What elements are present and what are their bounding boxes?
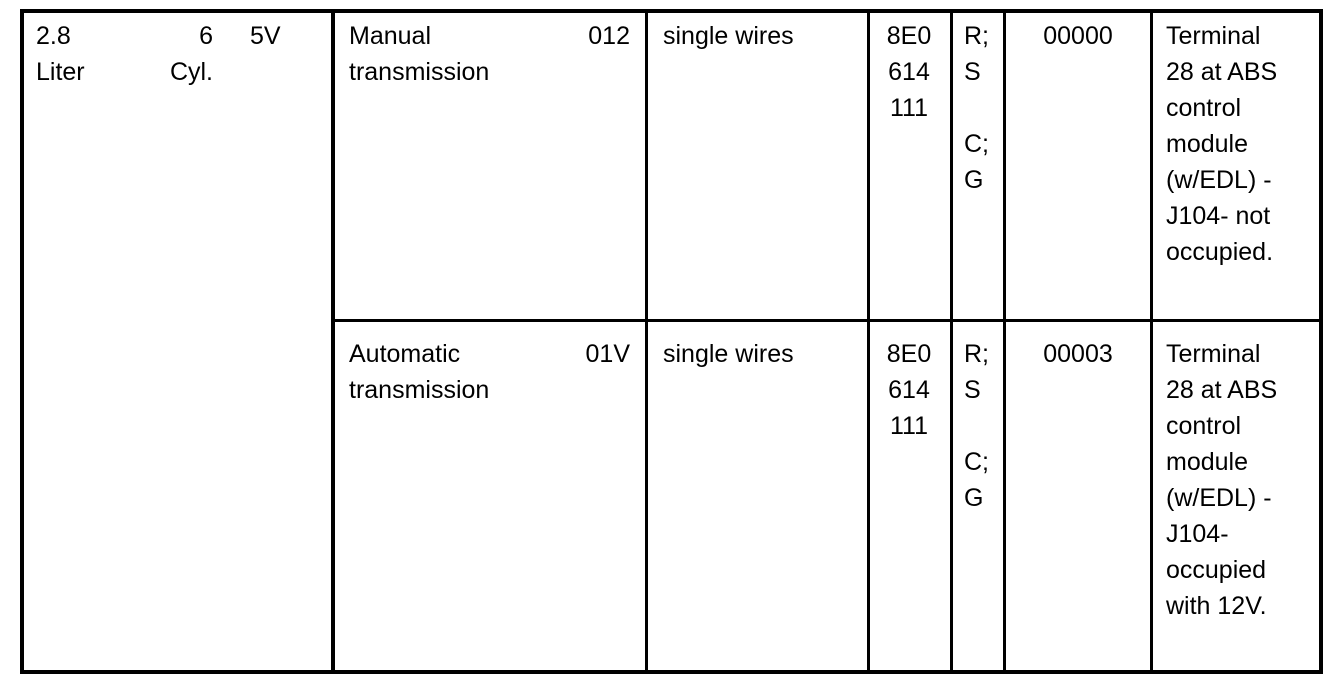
codes: R; S C; G: [964, 340, 989, 512]
transmission-code: 012: [588, 22, 630, 50]
part-codes-divider: [950, 9, 953, 674]
coding-note-divider: [1150, 9, 1153, 674]
transmission-type: Automatic transmission: [349, 340, 490, 404]
engine-displacement: 2.8 Liter: [36, 22, 85, 86]
row-divider: [331, 319, 1323, 322]
bottom-border: [20, 670, 1323, 674]
wiring-part-divider: [867, 9, 870, 674]
wiring-type: single wires: [663, 22, 794, 50]
code-wiring-divider: [645, 9, 648, 674]
transmission-type: Manual transmission: [349, 22, 490, 86]
codes-coding-divider: [1003, 9, 1006, 674]
coding-value: 00000: [1043, 22, 1113, 50]
codes: R; S C; G: [964, 22, 989, 194]
engine-cylinders: 6 Cyl.: [169, 22, 213, 86]
part-number: 8E0 614 111: [886, 22, 932, 122]
wiring-type: single wires: [663, 340, 794, 368]
left-border: [20, 9, 24, 674]
engine-valves: 5V: [250, 22, 281, 50]
top-border: [20, 9, 1323, 13]
engine-divider: [331, 9, 335, 674]
right-border: [1319, 9, 1323, 674]
terminal-note: Terminal 28 at ABS control module (w/EDL…: [1166, 340, 1278, 620]
part-number: 8E0 614 111: [886, 340, 932, 440]
terminal-note: Terminal 28 at ABS control module (w/EDL…: [1166, 22, 1278, 266]
transmission-code: 01V: [585, 340, 630, 368]
coding-value: 00003: [1043, 340, 1113, 368]
